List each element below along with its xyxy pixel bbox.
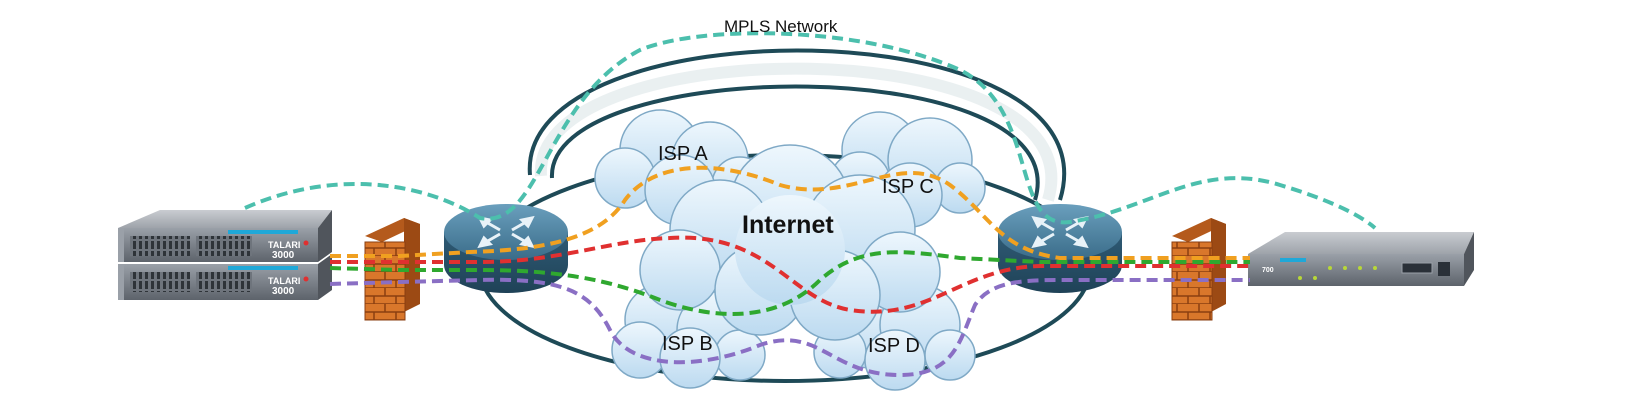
- appliance-left-bottom: TALARI 3000: [118, 254, 332, 300]
- purple-path: [329, 277, 1250, 378]
- mpls-path: [244, 31, 1377, 230]
- device-brand: TALARI: [268, 276, 300, 286]
- appliance-right: 700: [1248, 232, 1474, 286]
- device-brand: TALARI: [268, 240, 300, 250]
- internet-label: Internet: [742, 211, 834, 239]
- traffic-paths: [244, 31, 1377, 378]
- red-path: [330, 235, 1250, 314]
- firewall-right: [1171, 218, 1226, 321]
- isp-b-label: ISP B: [662, 333, 713, 355]
- device-model: 3000: [272, 286, 295, 297]
- appliance-left-top: TALARI 3000: [118, 210, 332, 262]
- isp-d-label: ISP D: [868, 335, 920, 357]
- isp-c-label: ISP C: [882, 176, 934, 198]
- isp-a-label: ISP A: [658, 143, 708, 165]
- orange-path: [330, 165, 1250, 260]
- device-model: 700: [1262, 267, 1274, 274]
- device-model: 3000: [272, 250, 295, 261]
- cloud-isp-b: [611, 284, 766, 389]
- mpls-network-label: MPLS Network: [724, 17, 838, 36]
